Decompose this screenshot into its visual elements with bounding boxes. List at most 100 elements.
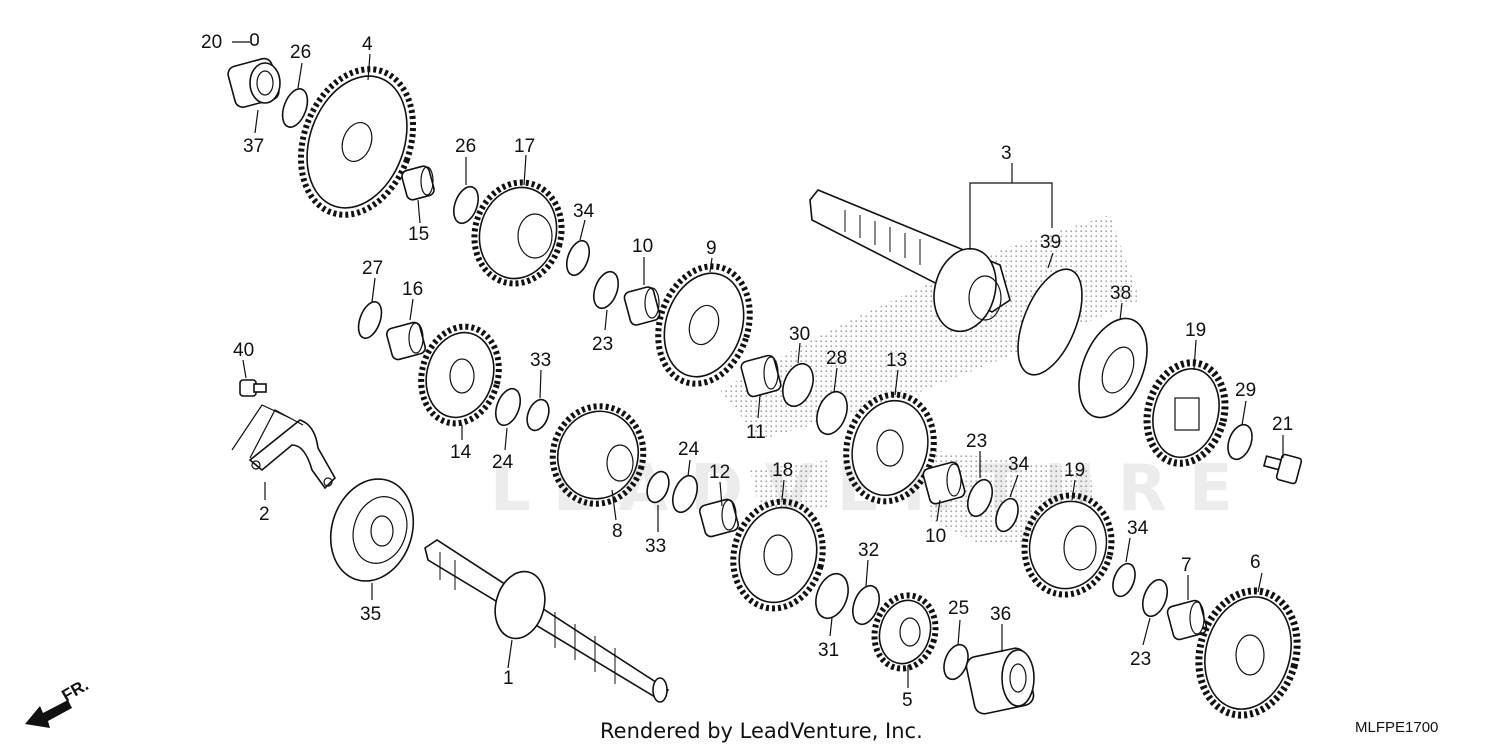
washer-part-31 — [782, 362, 814, 408]
gear-part-18 — [730, 498, 826, 612]
leader-lines — [231, 41, 1284, 688]
callout-28: 29 — [1235, 380, 1256, 401]
callout-17: 17 — [514, 136, 535, 157]
bolt-part-40 — [239, 379, 267, 397]
washer-part-30 — [815, 572, 849, 620]
circlip-part-33-b — [646, 470, 670, 504]
circlip-part-34-b — [995, 497, 1019, 533]
washer-part-29 — [816, 390, 848, 436]
bushing-part-16 — [385, 321, 427, 361]
bushing-part-7 — [1166, 599, 1208, 641]
callout-12: 13 — [886, 350, 907, 371]
circlip-part-33-a — [526, 398, 550, 432]
callout-39: 39 — [1040, 232, 1061, 253]
bushing-part-11 — [740, 354, 782, 398]
bracket-part-2 — [248, 419, 336, 490]
callout-33-b: 33 — [645, 536, 666, 557]
callout-2: 2 — [259, 504, 270, 525]
callout-22: 21 — [1272, 414, 1293, 435]
callout-24-b: 24 — [678, 439, 700, 460]
bolt-part-22 — [1262, 453, 1303, 485]
washer-part-23-b — [966, 478, 994, 518]
callout-26-a: 26 — [290, 42, 311, 63]
callout-10-a: 10 — [632, 236, 653, 257]
callout-38: 38 — [1110, 283, 1131, 304]
washer-part-27 — [357, 301, 383, 339]
callout-23-a: 23 — [592, 334, 613, 355]
bearing-part-36 — [965, 647, 1035, 715]
callout-11: 11 — [746, 422, 766, 443]
callout-25: 25 — [948, 598, 969, 619]
callout-20: 19 — [1185, 320, 1206, 341]
washer-part-23-c — [1141, 578, 1169, 618]
front-direction-arrow-icon — [25, 700, 72, 728]
gear-part-4 — [297, 66, 417, 218]
circlip-part-34-a — [565, 239, 591, 277]
callout-27: 27 — [362, 258, 383, 279]
rendered-by-credit: Rendered by LeadVenture, Inc. — [600, 719, 923, 743]
callout-33-a: 33 — [530, 350, 551, 371]
callout-13: 12 — [709, 462, 730, 483]
callout-26-b: 26 — [455, 136, 476, 157]
circlip-part-34-c — [1112, 562, 1136, 598]
callout-3: 3 — [1001, 143, 1012, 164]
callout-8: 8 — [612, 521, 623, 542]
callout-24-a: 24 — [492, 452, 514, 473]
bearing-part-37 — [227, 57, 281, 108]
needle-bearing-part-10-b — [922, 461, 966, 505]
gear-part-14 — [418, 323, 502, 427]
callout-31: 30 — [789, 324, 810, 345]
callout-37: 37 — [243, 136, 264, 157]
washer-part-23-a — [592, 270, 620, 310]
gear-part-17 — [471, 179, 565, 287]
washer-part-24-b — [671, 474, 699, 514]
callout-30: 31 — [818, 640, 839, 661]
callout-18: 18 — [772, 460, 793, 481]
callout-16: 16 — [402, 279, 423, 300]
gear-part-5 — [871, 592, 939, 672]
washer-part-32 — [852, 584, 880, 626]
oil-seal-part-38 — [1078, 317, 1148, 419]
callout-29: 28 — [826, 348, 847, 369]
needle-bearing-part-13 — [698, 498, 740, 538]
callout-23-c: 23 — [1130, 649, 1151, 670]
mainshaft-part-1 — [424, 539, 670, 703]
gear-part-6 — [1195, 587, 1301, 719]
gear-part-9 — [655, 263, 753, 387]
callout-6: 6 — [1250, 552, 1261, 573]
callout-23-b: 23 — [966, 431, 987, 452]
callout-21: 20 — [201, 32, 222, 53]
callout-32: 32 — [858, 540, 879, 561]
callout-10-b: 10 — [925, 526, 946, 547]
front-direction-label: FR. — [59, 675, 92, 705]
washer-part-26-a — [281, 88, 309, 128]
callout-19: 19 — [1064, 460, 1085, 481]
callout-34-c: 34 — [1127, 518, 1149, 539]
washer-part-26-b — [452, 185, 480, 225]
callout-1: 1 — [503, 668, 514, 689]
diagram-code: MLFPE1700 — [1355, 719, 1438, 736]
bushing-part-15 — [401, 165, 435, 201]
bearing-part-35 — [329, 478, 415, 582]
callout-14: 14 — [450, 442, 472, 463]
pin-part-21 — [250, 33, 259, 46]
gear-part-8 — [549, 403, 647, 507]
callout-5: 5 — [902, 690, 913, 711]
callout-4: 4 — [362, 34, 373, 55]
oring-part-39 — [1017, 268, 1083, 376]
callout-15: 15 — [408, 224, 429, 245]
sprocket-part-20 — [1143, 359, 1229, 467]
shaft-part-3 — [809, 189, 1011, 333]
callout-7: 7 — [1181, 555, 1192, 576]
callout-labels: 20 26 4 37 15 26 17 34 10 23 9 27 16 40 … — [201, 32, 1293, 711]
callout-40: 40 — [233, 340, 254, 361]
washer-part-24-a — [494, 387, 522, 427]
callout-36: 36 — [990, 604, 1011, 625]
callout-9: 9 — [706, 238, 717, 259]
gear-part-12 — [843, 391, 937, 505]
washer-part-28 — [1227, 423, 1253, 461]
callout-35: 35 — [360, 604, 381, 625]
needle-bearing-part-10-a — [623, 286, 661, 326]
callout-34-a: 34 — [573, 201, 595, 222]
